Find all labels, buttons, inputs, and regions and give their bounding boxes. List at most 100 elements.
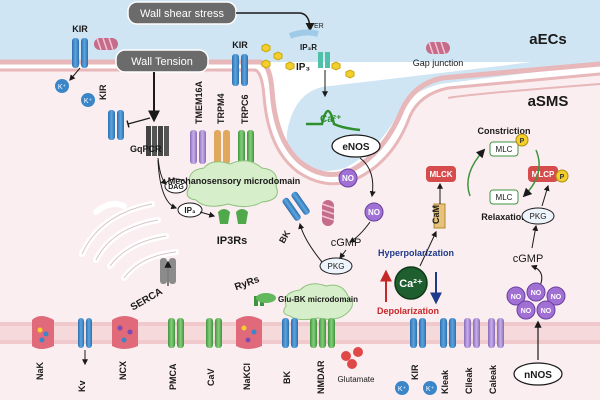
k-ion-bottom-2: K⁺ [423, 381, 437, 395]
dag-node: DAG [164, 178, 188, 194]
no-cluster: NO NO NO NO NO [506, 282, 566, 320]
mechano-domain-label: Mechanosensory microdomain [168, 176, 301, 186]
gqpcr-label: GqPCR [130, 144, 162, 154]
svg-text:K⁺: K⁺ [84, 98, 93, 105]
svg-text:NO: NO [368, 208, 380, 217]
trpm4-channel: TRPM4 [214, 93, 230, 164]
wall-tension-text: Wall Tension [131, 56, 193, 68]
trpc6-label: TRPC6 [240, 94, 250, 124]
mlcp-node: MLCP [528, 166, 558, 182]
tmem16a-label: TMEM16A [194, 80, 204, 124]
nak-label: NaK [35, 361, 45, 380]
kv-label: Kv [77, 380, 87, 392]
kir-ec-label: KIR [72, 24, 88, 34]
no-sm: NO [364, 202, 384, 222]
wall-shear-stress-callout: Wall shear stress [127, 1, 315, 32]
mlc-phosphorylated: MLC P [489, 133, 529, 157]
kir-ec2-label: KIR [232, 40, 248, 50]
bk-bottom-label: BK [282, 371, 292, 384]
cgmp-pkg-right-arrow [531, 224, 539, 249]
depolarization-label: Depolarization [377, 306, 439, 316]
no-diffusion-arrow [359, 157, 376, 198]
ec-membrane [0, 59, 600, 177]
kleak-channel: Kleak [440, 318, 456, 394]
ip3rs-channel: IP3Rs [217, 209, 248, 247]
gq-ip3-arrow [157, 159, 178, 210]
kir-bottom-label: KIR [410, 364, 420, 380]
ip3-ip3r-arrow [199, 211, 216, 218]
svg-text:NO: NO [551, 294, 562, 301]
mechanosensory-microdomain: Mechanosensory microdomain [168, 160, 301, 208]
mlck-node: MLCK [426, 166, 456, 182]
ip3-sm-node: IP₃ [177, 202, 203, 218]
caleak-channel: Caleak [488, 318, 504, 394]
nak-pump: NaK [32, 316, 54, 380]
gap-junction-icon-left [94, 37, 118, 51]
pkg-right-node: PKG [521, 207, 555, 225]
ncx-exchanger: NCX [112, 316, 138, 380]
nakcl-cotransporter: NaKCl [236, 316, 262, 390]
svg-text:MLC: MLC [496, 193, 513, 202]
er-label: ER [314, 23, 324, 30]
glu-bk-label: Glu-BK microdomain [278, 295, 358, 304]
svg-text:nNOS: nNOS [524, 370, 552, 381]
svg-text:Ca²⁺: Ca²⁺ [399, 278, 423, 290]
gqpcr-receptor: GqPCR [130, 126, 169, 156]
gq-kir-inhibition [126, 117, 151, 128]
ec-compartment [0, 0, 600, 171]
cav-channel: CaV [206, 318, 222, 386]
clleak-label: Clleak [464, 366, 474, 394]
ca-cam-arrow [419, 230, 437, 267]
nmdar-channel: NMDAR [310, 318, 335, 394]
svg-text:NO: NO [521, 308, 532, 315]
trpm4-label: TRPM4 [216, 93, 226, 124]
ip3-molecules-ec [261, 43, 355, 79]
svg-text:K⁺: K⁺ [398, 386, 407, 393]
k-ion-2: K⁺ [81, 93, 95, 107]
pkg-mid-node: PKG [319, 257, 353, 275]
kir-channel-ec-2: KIR [232, 40, 248, 86]
svg-text:NO: NO [541, 308, 552, 315]
cgmp-mid-label: cGMP [331, 237, 362, 249]
nnos-node: nNOS [513, 362, 563, 386]
svg-text:K⁺: K⁺ [58, 84, 67, 91]
kleak-label: Kleak [440, 369, 450, 394]
k-ion-bottom-1: K⁺ [395, 381, 409, 395]
svg-text:MLCP: MLCP [532, 170, 555, 179]
ec-er [288, 29, 319, 39]
gap-junction-icon-sm [321, 200, 335, 226]
kir-ec-arrow [69, 67, 81, 81]
svg-text:DAG: DAG [168, 184, 184, 191]
kir-channel-bottom: KIR [410, 318, 426, 380]
svg-text:P: P [520, 138, 525, 145]
glutamate-label: Glutamate [338, 375, 375, 384]
svg-text:PKG: PKG [328, 262, 345, 271]
ip3rs-label: IP3Rs [217, 235, 248, 247]
ip3-ec-label: IP₃ [296, 62, 310, 73]
ip3r-label: IP₃R [300, 43, 317, 52]
nmdar-label: NMDAR [316, 360, 326, 394]
calmodulin-node: CaM [431, 203, 446, 229]
wall-tension-callout: Wall Tension [115, 49, 209, 123]
sm-right-membrane [447, 83, 600, 99]
mlc-unphosphorylated: MLC [489, 189, 519, 205]
svg-text:P: P [560, 174, 565, 181]
glutamate-molecules: Glutamate [338, 347, 375, 384]
svg-text:NO: NO [511, 294, 522, 301]
kir-channel-ec: KIR [72, 24, 88, 68]
kir-channel-sm: KIR [98, 84, 124, 140]
gap-junction-icon-right [426, 41, 450, 55]
cgmp-pkg-arrow [339, 249, 347, 259]
enos-node: eNOS [331, 134, 381, 158]
clleak-channel: Clleak [464, 318, 480, 394]
mlc-cycle-right [522, 149, 540, 198]
mlcp-p-badge: P [555, 169, 569, 183]
wall-shear-stress-text: Wall shear stress [140, 8, 224, 20]
pmca-label: PMCA [168, 363, 178, 390]
pmca-pump: PMCA [168, 318, 184, 390]
svg-text:MLCK: MLCK [429, 170, 452, 179]
sm-top-membrane [0, 68, 600, 186]
ca2-transient-curve [306, 109, 361, 132]
glu-bk-microdomain: Glu-BK microdomain [278, 283, 358, 321]
